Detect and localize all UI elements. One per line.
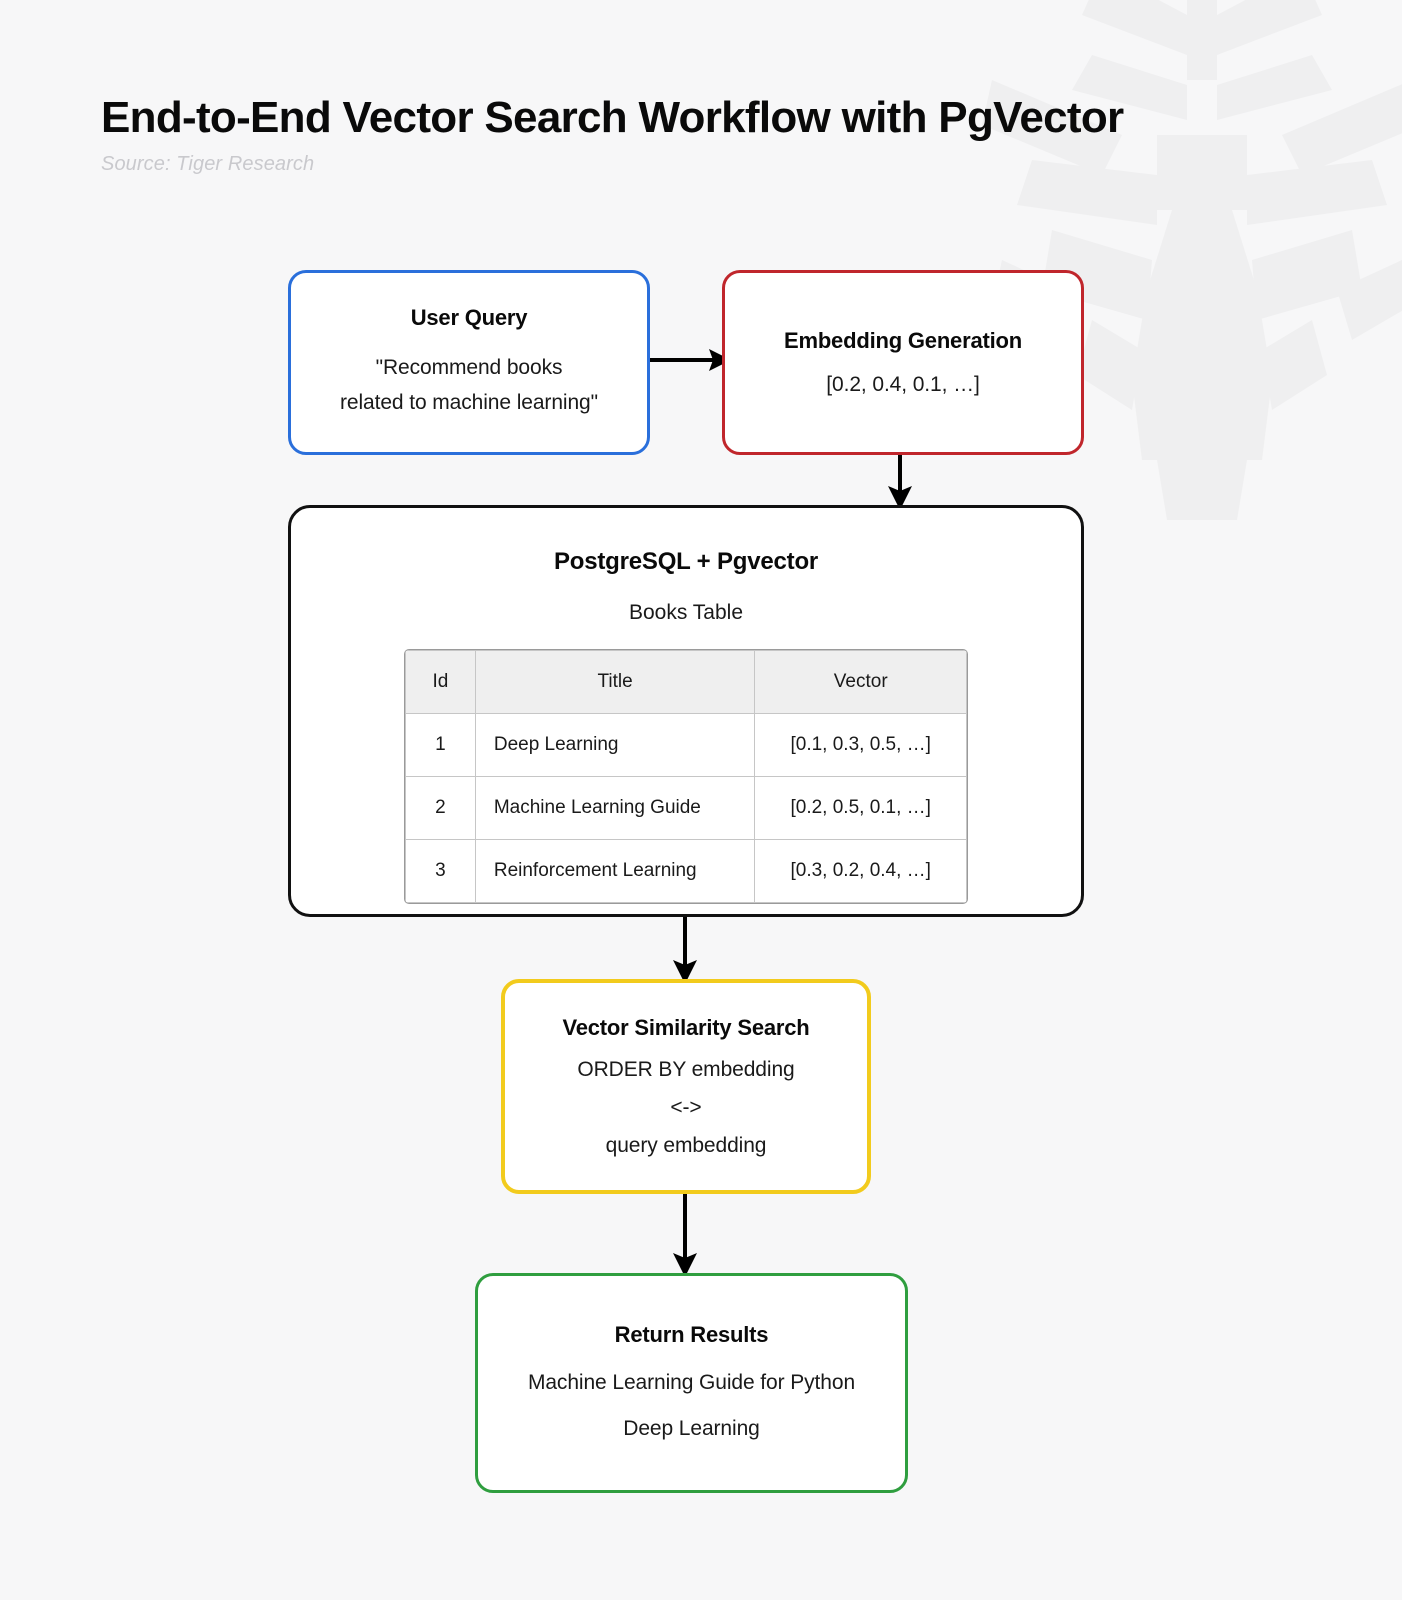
cell-id: 2 [405, 776, 476, 840]
arrow-embedding-to-postgres [888, 452, 912, 510]
column-header-title: Title [474, 650, 756, 714]
node-vector-similarity-search[interactable]: Vector Similarity Search ORDER BY embedd… [501, 979, 871, 1194]
cell-vector: [0.1, 0.3, 0.5, …] [754, 713, 967, 777]
cell-id: 1 [405, 713, 476, 777]
cell-id: 3 [405, 839, 476, 903]
node-similarity-line3: query embedding [605, 1134, 767, 1157]
page-title: End-to-End Vector Search Workflow with P… [101, 93, 1124, 142]
node-return-results[interactable]: Return Results Machine Learning Guide fo… [475, 1273, 908, 1493]
cell-title: Reinforcement Learning [474, 839, 756, 903]
node-similarity-line1: ORDER BY embedding [577, 1058, 795, 1081]
node-user-query-line2: related to machine learning" [340, 390, 598, 414]
table-header-row: Id Title Vector [405, 650, 967, 714]
table-row: 1 Deep Learning [0.1, 0.3, 0.5, …] [405, 713, 967, 777]
header: End-to-End Vector Search Workflow with P… [101, 92, 1124, 176]
arrow-postgres-to-similarity [673, 914, 697, 984]
node-results-item-1: Machine Learning Guide for Python [527, 1371, 856, 1395]
arrow-user-query-to-embedding [645, 349, 731, 371]
node-results-title: Return Results [614, 1322, 769, 1348]
cell-title: Machine Learning Guide [474, 776, 756, 840]
node-embedding-title: Embedding Generation [783, 328, 1023, 353]
node-embedding-vector: [0.2, 0.4, 0.1, …] [826, 373, 980, 396]
table-row: 3 Reinforcement Learning [0.3, 0.2, 0.4,… [405, 839, 967, 903]
arrow-similarity-to-results [673, 1191, 697, 1277]
cell-title: Deep Learning [474, 713, 756, 777]
column-header-id: Id [405, 650, 476, 714]
node-similarity-operator: <-> [670, 1096, 702, 1119]
node-user-query[interactable]: User Query "Recommend books related to m… [288, 270, 650, 455]
column-header-vector: Vector [754, 650, 967, 714]
books-table: Id Title Vector 1 Deep Learning [0.1, 0.… [405, 650, 967, 903]
node-postgresql-pgvector[interactable]: PostgreSQL + Pgvector Books Table Id Tit… [288, 505, 1084, 917]
node-user-query-title: User Query [410, 305, 528, 331]
node-postgres-title: PostgreSQL + Pgvector [553, 548, 819, 575]
node-similarity-title: Vector Similarity Search [562, 1015, 810, 1040]
node-user-query-line1: "Recommend books [375, 356, 563, 380]
node-embedding-generation[interactable]: Embedding Generation [0.2, 0.4, 0.1, …] [722, 270, 1084, 455]
source-label: Source: Tiger Research [101, 153, 315, 176]
cell-vector: [0.3, 0.2, 0.4, …] [754, 839, 967, 903]
cell-vector: [0.2, 0.5, 0.1, …] [754, 776, 967, 840]
node-results-item-2: Deep Learning [623, 1417, 760, 1440]
node-postgres-subtitle: Books Table [628, 601, 744, 624]
table-row: 2 Machine Learning Guide [0.2, 0.5, 0.1,… [405, 776, 967, 840]
